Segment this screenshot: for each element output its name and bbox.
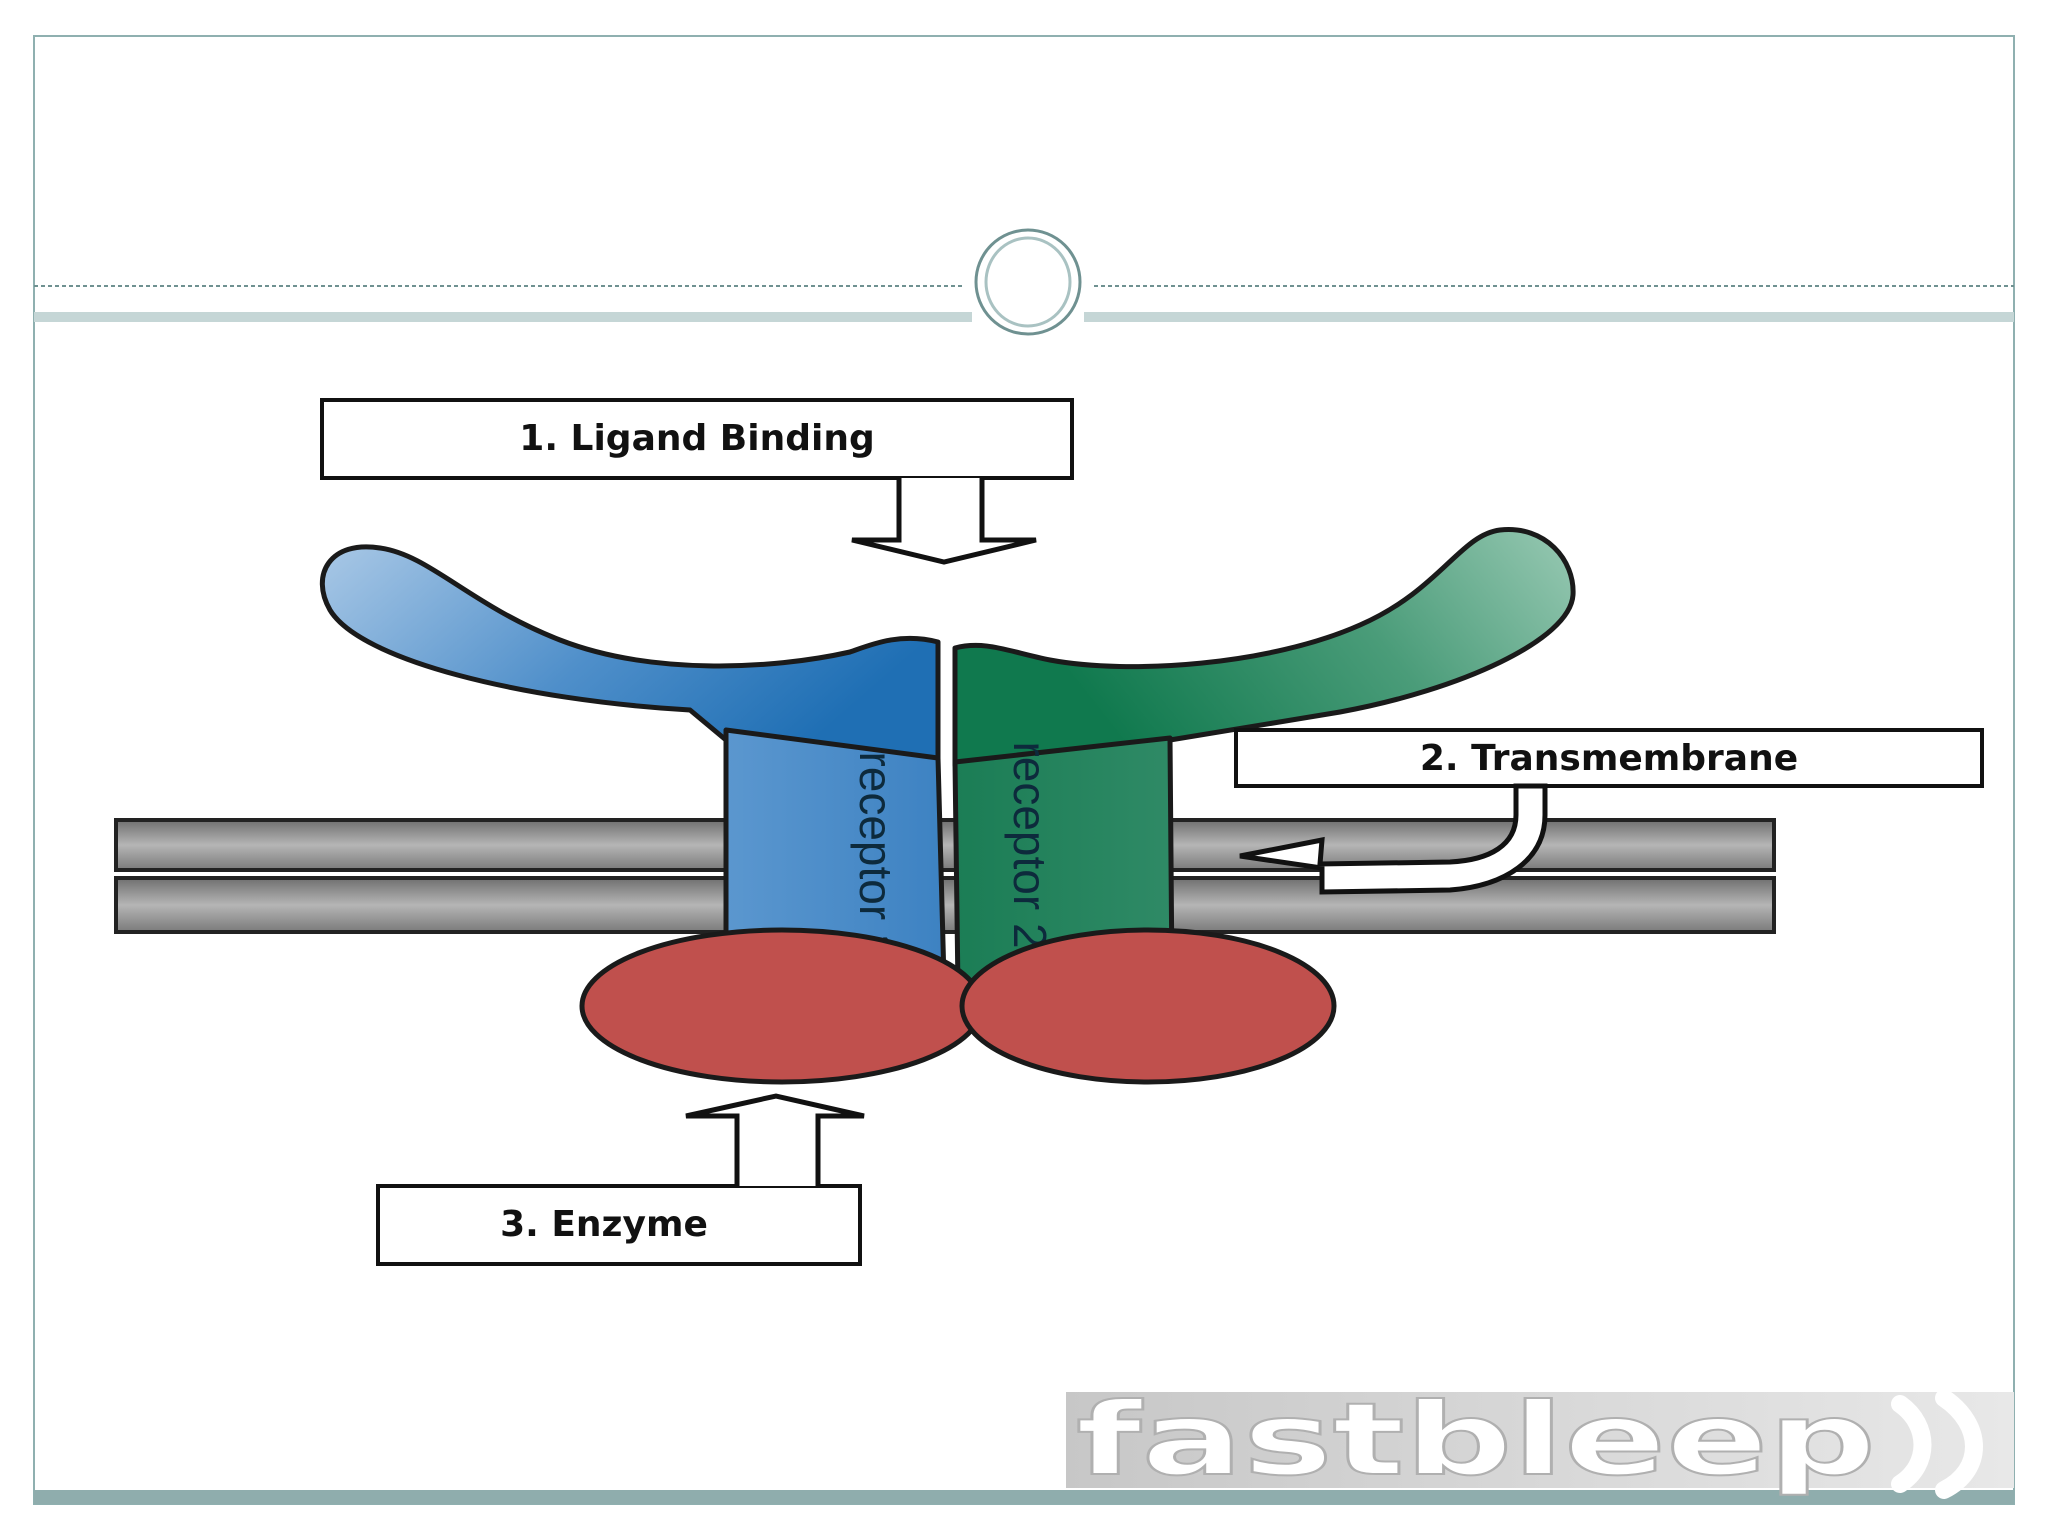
bottom-band [34,1490,2014,1504]
enzyme-1 [579,927,985,1085]
receptor-2-head [952,527,1576,768]
receptor-2-label: receptor 2 [1004,741,1056,948]
ligand-label: 1. Ligand Binding [519,418,874,459]
ligand-label-box [320,398,1074,480]
transmembrane-arrow [1239,783,1548,895]
membrane-outer-lower [114,876,1776,934]
fastbleep-logo: fastbleep [1076,1381,1876,1498]
sound-waves-icon-outer [1935,1389,1983,1499]
title-ornament-inner [984,236,1072,328]
ligand-arrow [851,478,1037,565]
title-band-right [1084,312,2014,322]
enzyme-2 [959,927,1337,1085]
receptor-1-head [319,544,941,763]
transmembrane-label: 2. Transmembrane [1420,738,1798,779]
enzyme-arrow [685,1093,865,1186]
receptor-1-label: receptor 1 [850,751,902,958]
enzyme-label-box [376,1184,862,1266]
title-ornament-circle [974,228,1082,336]
enzyme-label: 3. Enzyme [500,1204,708,1245]
transmembrane-label-box [1234,728,1984,788]
sound-waves-icon [1891,1395,1932,1493]
title-band-left [34,312,972,322]
logo-background [1066,1392,2014,1488]
